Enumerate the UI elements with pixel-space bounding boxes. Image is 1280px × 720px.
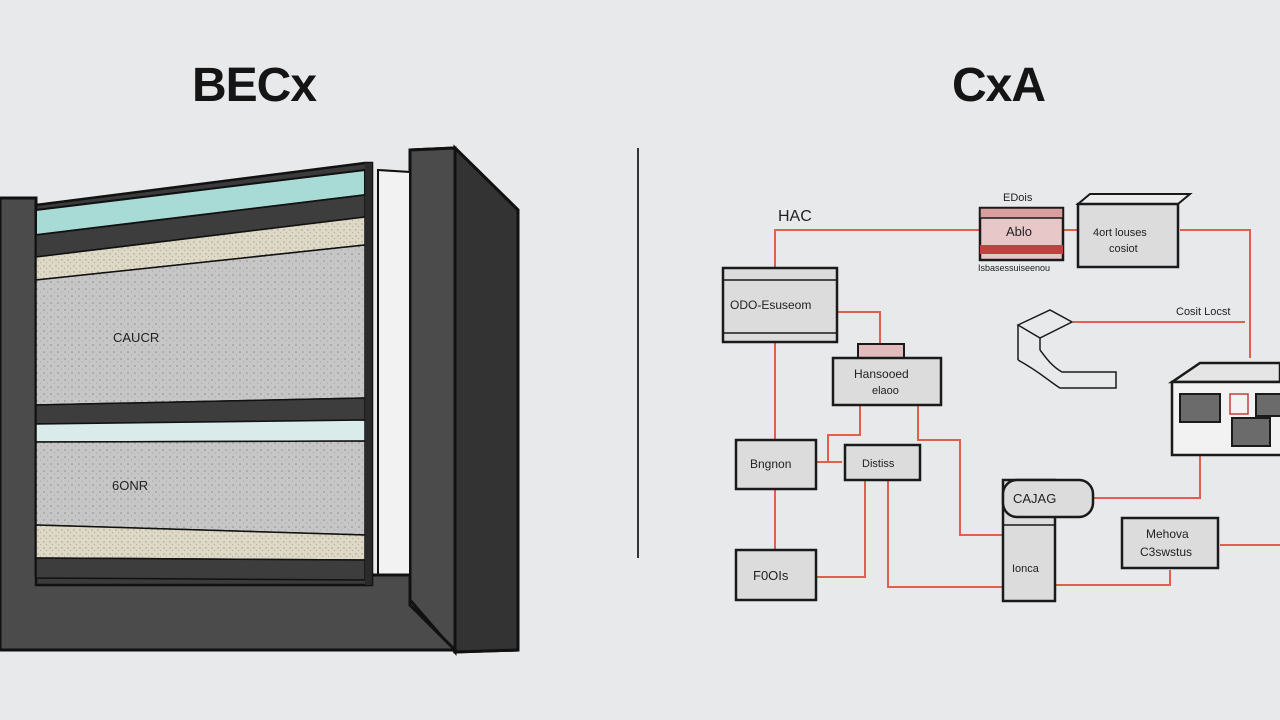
wall-label-upper: CAUCR — [113, 330, 159, 345]
connection-wires — [774, 229, 1280, 588]
top-right-box-line1: 4ort louses — [1093, 227, 1147, 239]
handored-line2: elaoo — [872, 385, 899, 397]
wall-section-illustration: CAUCR 6ONR — [0, 144, 520, 657]
distiss-unit — [843, 443, 922, 482]
concrete-layer-lower — [35, 440, 366, 536]
handored-line1: Hansooed — [854, 367, 909, 381]
teal-layer-middle — [35, 419, 366, 443]
building-unit — [1167, 361, 1280, 457]
red-box-caption: Isbasessuiseenou — [978, 263, 1050, 273]
bngnon-label: Bngnon — [750, 457, 791, 471]
left-panel-title: BECx — [192, 59, 317, 112]
edois-unit — [978, 206, 1065, 262]
red-box-label: Ablo — [1006, 224, 1032, 239]
mehova-line1: Mehova — [1146, 527, 1189, 541]
cosit-label: Cosit Locst — [1176, 306, 1230, 318]
edois-label: EDois — [1003, 192, 1033, 204]
wall-label-lower: 6ONR — [112, 478, 148, 493]
duct-sketch — [1016, 309, 1117, 389]
odo-unit — [721, 266, 839, 344]
top-right-unit — [1075, 193, 1193, 269]
cajag-label: CAJAG — [1013, 491, 1056, 506]
bngnon-unit — [734, 438, 818, 491]
ionca-label: Ionca — [1012, 563, 1040, 575]
panel-divider — [637, 148, 639, 558]
cajag-unit — [1001, 478, 1095, 603]
hac-label: HAC — [778, 208, 812, 225]
right-panel-title: CxA — [952, 59, 1046, 112]
foois-label: F0OIs — [753, 568, 789, 583]
mehova-unit — [1120, 516, 1220, 570]
handored-unit — [831, 343, 943, 407]
distiss-label: Distiss — [862, 458, 895, 470]
top-right-box-line2: cosiot — [1109, 243, 1138, 255]
odo-box-label: ODO-Esuseom — [730, 298, 811, 312]
foois-unit — [734, 548, 818, 602]
mehova-line2: C3swstus — [1140, 545, 1192, 559]
